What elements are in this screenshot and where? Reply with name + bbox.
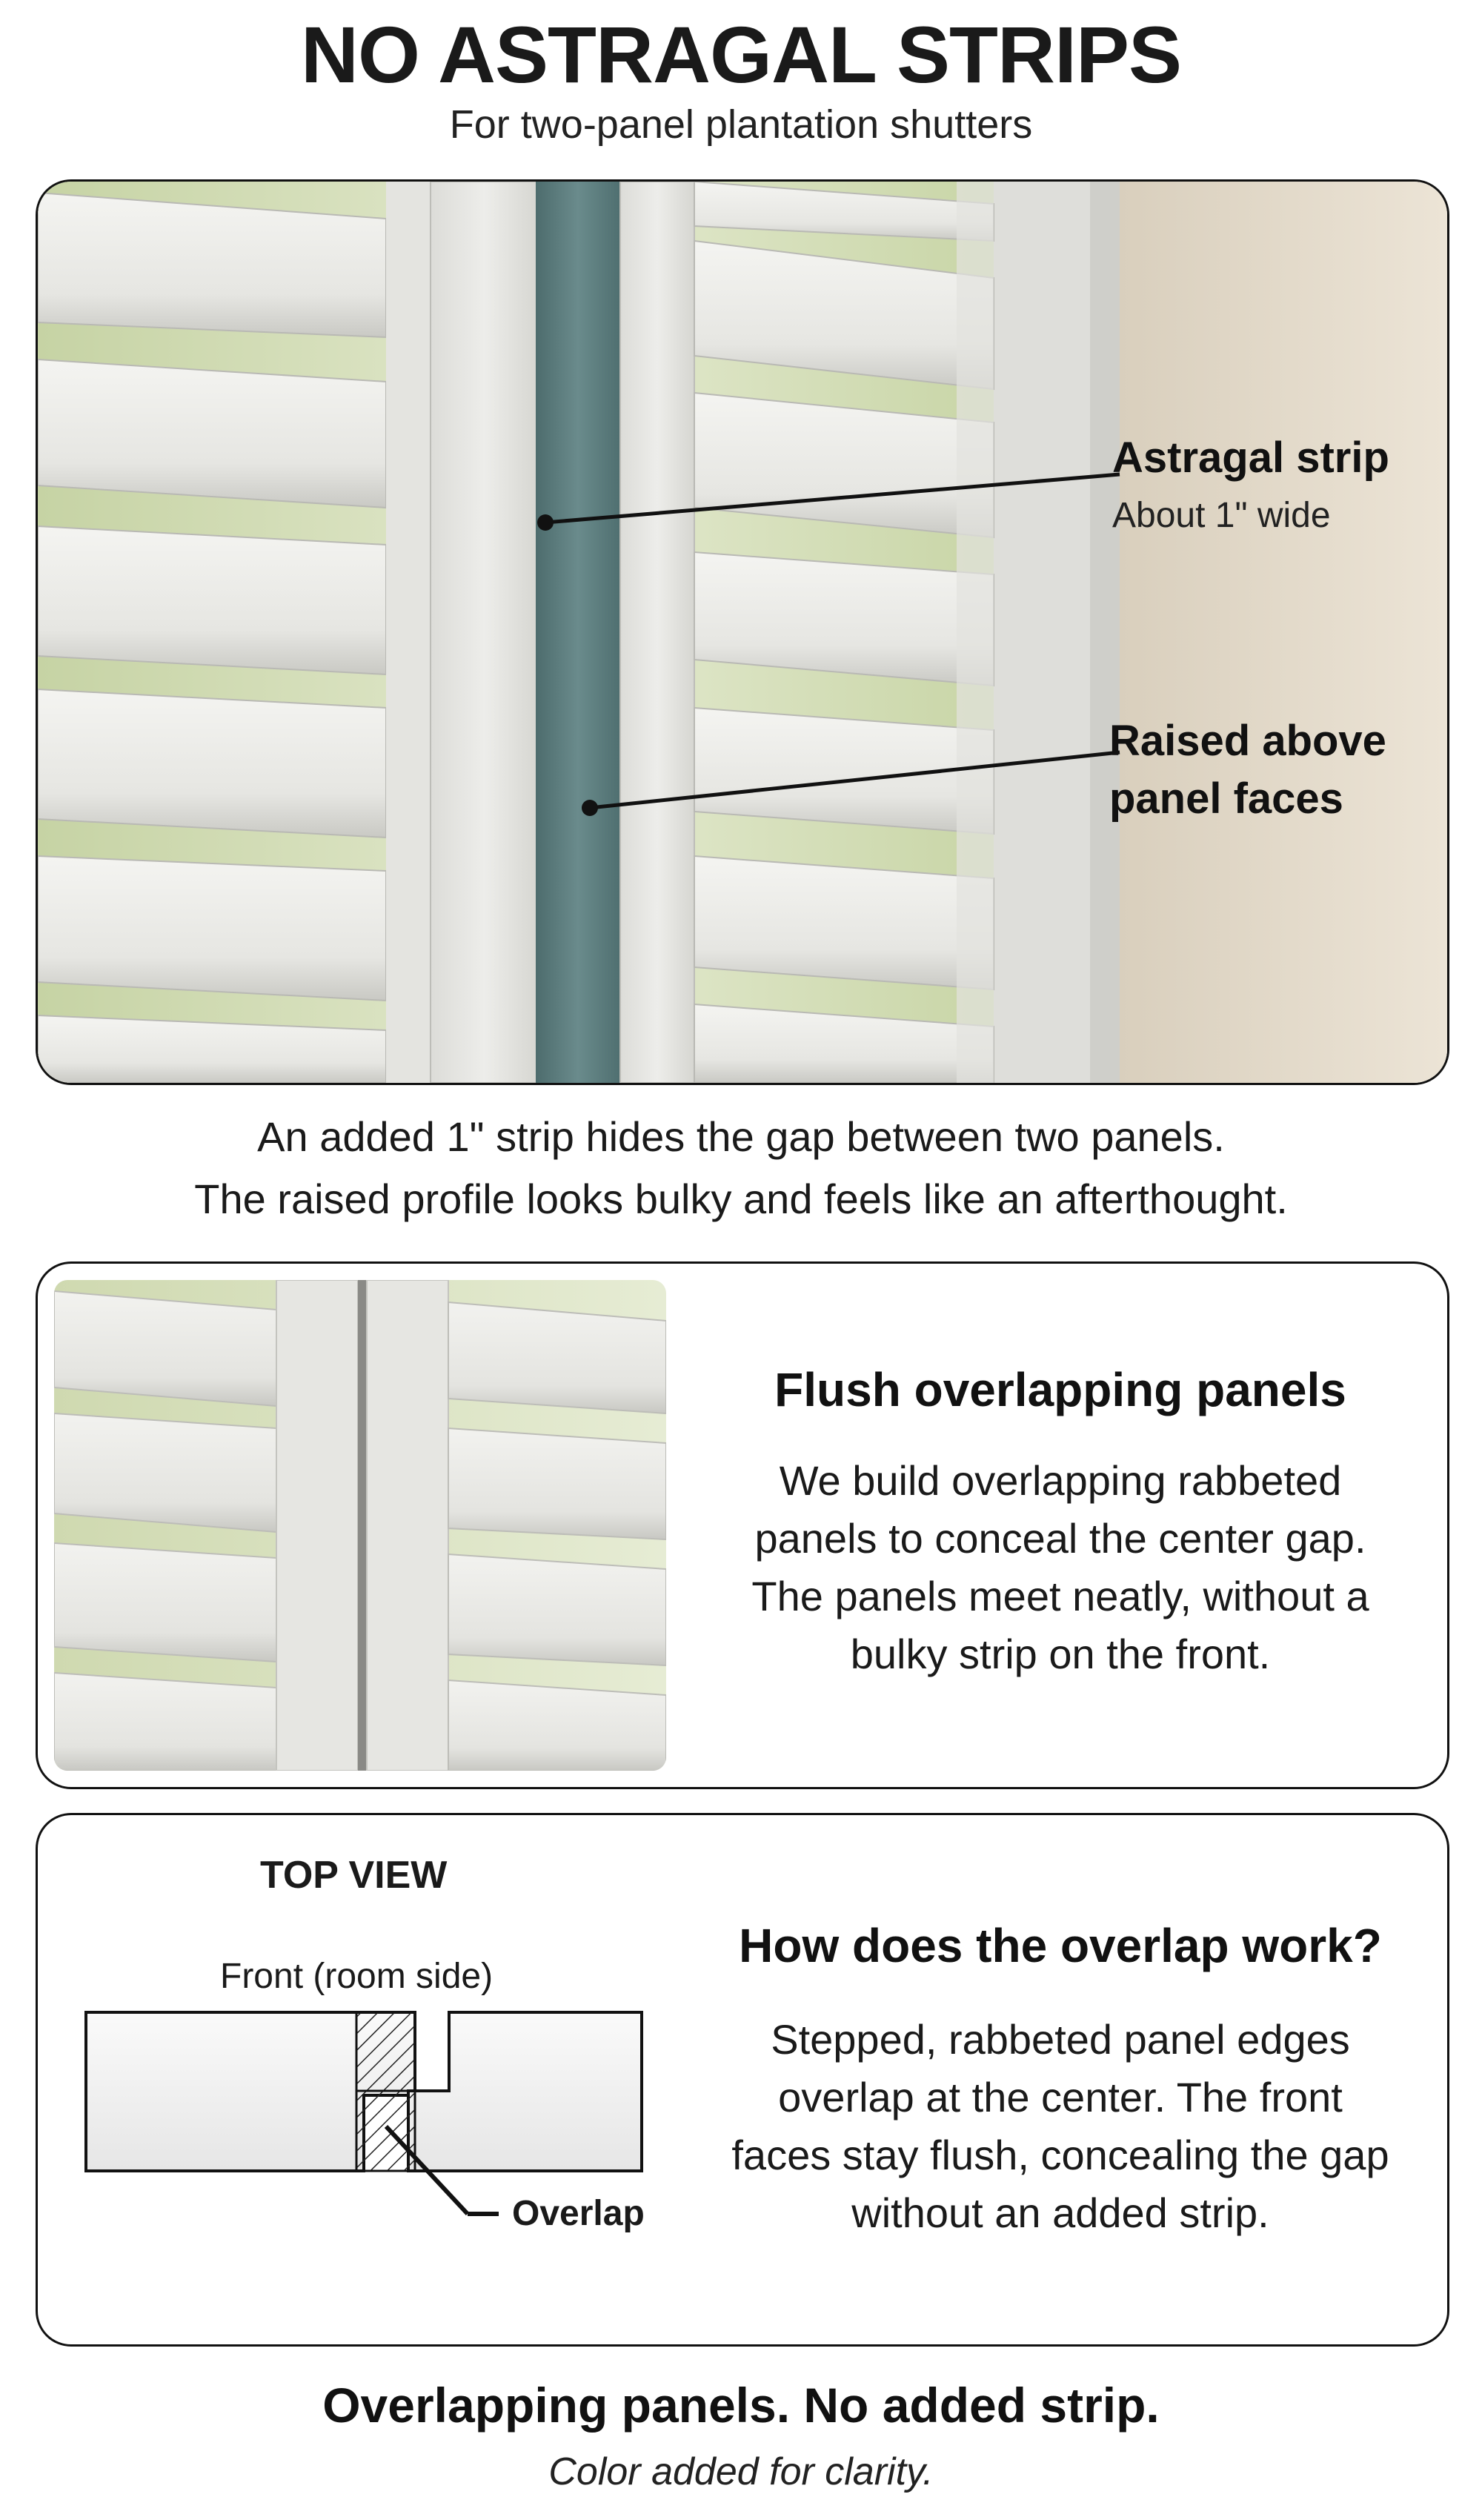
closing-statement: Overlapping panels. No added strip. <box>322 2378 1160 2433</box>
astragal-shutter-illustration <box>38 182 1447 1083</box>
astragal-photo-card: Astragal strip About 1" wide Raised abov… <box>36 179 1449 1085</box>
flush-shutter-photo <box>54 1280 666 1771</box>
astragal-strip <box>536 182 620 1083</box>
overlap-body-line: faces stay flush, concealing the gap <box>731 2132 1389 2178</box>
right-louvers <box>694 182 994 1083</box>
overlap-hatch-lower <box>355 2089 416 2172</box>
overlap-body: Stepped, rabbeted panel edges overlap at… <box>690 2011 1431 2242</box>
flush-body-line: The panels meet neatly, without a <box>751 1573 1369 1619</box>
caption-line-2: The raised profile looks bulky and feels… <box>194 1176 1288 1222</box>
astragal-caption: An added 1" strip hides the gap between … <box>0 1106 1482 1230</box>
overlap-heading: How does the overlap work? <box>739 1919 1382 1972</box>
flush-body-line: We build overlapping rabbeted <box>779 1457 1342 1504</box>
flush-heading: Flush overlapping panels <box>774 1363 1346 1416</box>
flush-body: We build overlapping rabbeted panels to … <box>690 1452 1431 1683</box>
left-louvers <box>38 191 387 1083</box>
raised-callout-leader <box>582 750 1120 816</box>
raised-label-line2: panel faces <box>1109 775 1343 823</box>
astragal-strip-width: About 1" wide <box>1112 496 1331 535</box>
page-title: NO ASTRAGAL STRIPS <box>300 10 1182 99</box>
page-subtitle: For two-panel plantation shutters <box>449 102 1033 147</box>
astragal-strip-label: Astragal strip <box>1112 434 1389 482</box>
front-room-side-label: Front (room side) <box>220 1957 494 1996</box>
flush-body-line: panels to conceal the center gap. <box>754 1515 1366 1562</box>
astragal-callout-leader <box>537 472 1120 531</box>
overlap-body-line: Stepped, rabbeted panel edges <box>771 2016 1350 2063</box>
flush-body-line: bulky strip on the front. <box>850 1631 1271 1677</box>
flush-panels-card: Flush overlapping panels We build overla… <box>36 1261 1449 1789</box>
overlap-hatch-upper <box>355 2011 416 2092</box>
overlap-diagram-card: TOP VIEW Front (room side) Overlap How d… <box>36 1813 1449 2347</box>
caption-line-1: An added 1" strip hides the gap between … <box>257 1113 1225 1160</box>
overlap-body-line: without an added strip. <box>851 2189 1269 2236</box>
raised-label-line1: Raised above <box>1109 717 1386 765</box>
overlap-body-line: overlap at the center. The front <box>778 2074 1343 2121</box>
diagram-title: TOP VIEW <box>260 1854 448 1897</box>
top-view-diagram <box>84 2011 643 2216</box>
color-note: Color added for clarity. <box>548 2450 934 2493</box>
overlap-label: Overlap <box>512 2194 645 2233</box>
